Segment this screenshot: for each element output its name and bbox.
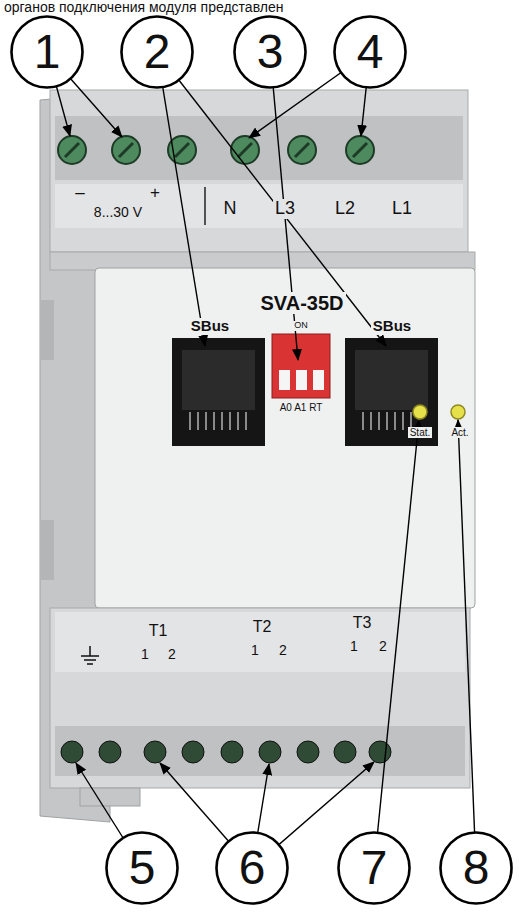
screw: [334, 741, 356, 763]
top-screws: [58, 136, 374, 164]
callout-number: 4: [357, 28, 384, 76]
pin-label: 1: [249, 643, 261, 658]
screw: [182, 741, 204, 763]
terminal-label: T1: [147, 622, 170, 640]
terminal-label: L2: [333, 199, 357, 219]
screw: [259, 741, 281, 763]
led: [413, 405, 427, 419]
callout-circle: 3: [233, 15, 307, 89]
pin-label: 2: [377, 639, 389, 654]
switch-label: ON: [292, 321, 310, 331]
callout-circle: 6: [215, 831, 289, 905]
rj-jack: [172, 338, 265, 446]
model-name: SVA-35D: [259, 292, 346, 314]
terminal-label: T3: [351, 614, 374, 632]
leader-line: [157, 52, 205, 346]
rj-jack-opening: [355, 350, 428, 410]
leader-line: [458, 420, 476, 868]
pin-label: 1: [348, 639, 360, 654]
screw: [61, 741, 83, 763]
port-label: SBus: [371, 318, 413, 335]
led-label: Stat.: [408, 427, 433, 438]
housing: [40, 90, 475, 822]
led-label: Act.: [449, 427, 470, 438]
screw-recess: [55, 726, 465, 776]
callout-circle: 2: [120, 15, 194, 89]
leader-lines: [47, 52, 476, 868]
dip-lever: [279, 370, 290, 390]
switch-label: A0 A1 RT: [278, 402, 325, 413]
rj-jack: [345, 338, 438, 446]
bottom-terminal-block: [50, 608, 470, 806]
din-clip: [80, 788, 140, 806]
callout-circle: 5: [105, 831, 179, 905]
housing-step: [50, 252, 475, 270]
callout-number: 2: [144, 28, 171, 76]
pin-label: 2: [277, 643, 289, 658]
top-terminal-block: [50, 90, 468, 252]
housing-notch: [40, 300, 54, 360]
leader-line: [157, 52, 386, 346]
callout-number: 7: [361, 844, 388, 892]
callout-circle: 7: [337, 831, 411, 905]
screw: [221, 741, 243, 763]
callout-number: 1: [34, 28, 61, 76]
screw: [297, 741, 319, 763]
divider-line: [204, 187, 206, 225]
screw: [144, 741, 166, 763]
callout-number: 8: [463, 844, 490, 892]
terminal-label: L3: [273, 199, 297, 219]
dip-switch: [272, 334, 330, 398]
bottom-terminal-block: [50, 608, 470, 788]
screw: [99, 741, 121, 763]
screw: [369, 741, 391, 763]
label-strip: [55, 184, 463, 228]
port-label: SBus: [189, 318, 231, 335]
callout-number: 6: [239, 844, 266, 892]
terminal-label: T2: [251, 618, 274, 636]
pin-label: 1: [139, 647, 151, 662]
ground-symbol: [81, 646, 99, 664]
dip-lever: [313, 370, 324, 390]
terminal-label: N: [222, 199, 239, 219]
callout-circle: 8: [439, 831, 513, 905]
front-panel: [95, 268, 475, 608]
screw-recess: [55, 116, 463, 180]
led: [451, 405, 465, 419]
pin-label: 2: [166, 647, 178, 662]
dip-lever: [296, 370, 307, 390]
screw-slots: [65, 143, 367, 157]
callout-number: 5: [129, 844, 156, 892]
label-strip: [55, 612, 465, 672]
front-panel: [95, 268, 475, 608]
voltage-label: 8...30 V: [92, 205, 144, 220]
rj-jack-opening: [182, 350, 255, 410]
housing-notch: [40, 520, 54, 580]
terminal-label: +: [148, 184, 162, 203]
rj-pins: [190, 412, 246, 430]
caption-fragment: органов подключения модуля представлен: [2, 0, 285, 15]
terminal-label: L1: [390, 199, 414, 219]
leader-line: [374, 420, 419, 868]
callout-circle: 4: [333, 15, 407, 89]
callout-circle: 1: [10, 15, 84, 89]
terminal-label: –: [73, 184, 86, 203]
callout-number: 3: [257, 28, 284, 76]
